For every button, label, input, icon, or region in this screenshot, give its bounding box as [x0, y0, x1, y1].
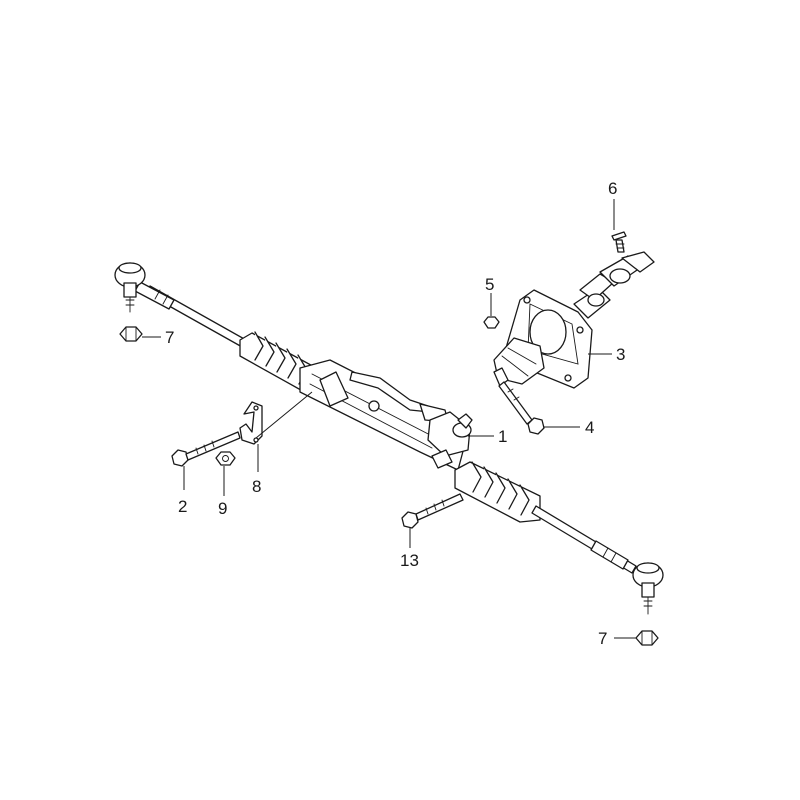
pinion-valve-housing[interactable]: [427, 411, 473, 469]
callout-5: 5: [485, 275, 494, 294]
callout-13: 13: [400, 551, 419, 570]
clamp-bolt[interactable]: [171, 431, 241, 467]
callout-3: 3: [616, 345, 625, 364]
callout-7-right: 7: [598, 629, 607, 648]
clamp-nut[interactable]: [215, 451, 236, 466]
boot-cover-nut[interactable]: [483, 316, 500, 329]
right-bellows-boot[interactable]: [454, 461, 541, 523]
rack-housing[interactable]: [299, 359, 467, 471]
right-tie-rod-nut[interactable]: [635, 630, 659, 646]
callout-9: 9: [218, 499, 227, 518]
left-tie-rod-nut[interactable]: [119, 326, 143, 342]
callout-7-left: 7: [165, 328, 174, 347]
callout-8: 8: [252, 477, 261, 496]
housing-bolt[interactable]: [401, 493, 464, 529]
joint-bolt[interactable]: [498, 381, 545, 435]
left-tie-rod[interactable]: [134, 281, 256, 353]
clamp-bracket[interactable]: [239, 401, 263, 445]
universal-joint-shaft[interactable]: [573, 251, 655, 319]
left-tie-rod-end[interactable]: [114, 262, 146, 313]
pinch-bolt[interactable]: [611, 231, 627, 253]
leader-lines: [142, 199, 636, 639]
callout-2: 2: [178, 497, 187, 516]
callout-4: 4: [585, 418, 594, 437]
callout-6: 6: [608, 179, 617, 198]
right-tie-rod[interactable]: [531, 505, 637, 574]
callout-1: 1: [498, 427, 507, 446]
pinion-boot[interactable]: [493, 337, 545, 387]
right-tie-rod-end[interactable]: [632, 562, 664, 615]
